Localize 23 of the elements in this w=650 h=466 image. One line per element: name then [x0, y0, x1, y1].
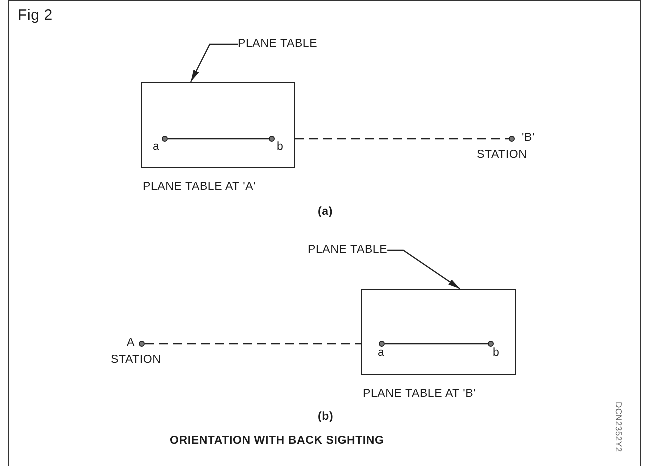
station-label: A — [127, 337, 135, 350]
point-label: a — [153, 141, 160, 154]
plotted-line — [385, 343, 488, 345]
leader-label: PLANE TABLE — [238, 38, 318, 51]
station-label: STATION — [477, 149, 528, 162]
drawing-code: DCN2352Y2 — [614, 402, 624, 452]
figure-number: Fig 2 — [18, 7, 53, 24]
leader-line — [190, 44, 238, 82]
leader-line — [388, 250, 461, 290]
sight-line — [295, 138, 509, 140]
plotted-line — [168, 138, 269, 140]
caption-text: PLANE TABLE AT 'A' — [143, 181, 256, 194]
station-label: STATION — [111, 354, 162, 367]
caption-text: PLANE TABLE AT 'B' — [363, 388, 476, 401]
sight-line — [145, 343, 361, 345]
leader-label: PLANE TABLE — [308, 244, 388, 257]
figure-caption: ORIENTATION WITH BACK SIGHTING — [170, 435, 384, 448]
point-label: a — [378, 347, 385, 360]
panel-label: (b) — [318, 411, 334, 424]
panel-label: (a) — [318, 206, 333, 219]
point-label: b — [277, 141, 284, 154]
point-label: b — [493, 347, 500, 360]
station-label: 'B' — [522, 132, 535, 145]
